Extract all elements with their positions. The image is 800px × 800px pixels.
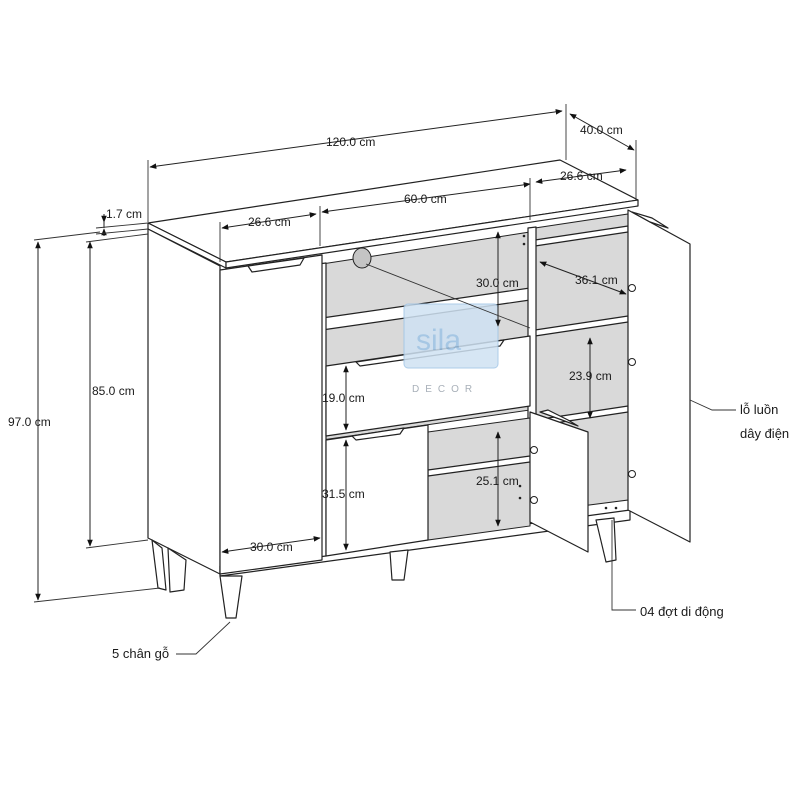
dim-body-height: 85.0 cm bbox=[92, 384, 135, 398]
watermark: sila DECOR bbox=[403, 303, 499, 395]
dim-upper-open-height: 30.0 cm bbox=[476, 276, 519, 290]
dim-shelf-spacing: 23.9 cm bbox=[569, 369, 612, 383]
dim-right-section-width: 26.6 cm bbox=[560, 169, 603, 183]
watermark-subtext: DECOR bbox=[412, 384, 478, 395]
dim-left-section-width: 26.6 cm bbox=[248, 215, 291, 229]
dimension-labels: 120.0 cm 40.0 cm 26.6 cm 60.0 cm 26.6 cm… bbox=[8, 123, 623, 554]
dim-total-width: 120.0 cm bbox=[326, 135, 375, 149]
callouts: lỗ luồn dây điện 04 đợt di động 5 chân g… bbox=[112, 263, 789, 661]
cable-hole bbox=[352, 247, 372, 269]
annotation-cable-hole-line1: lỗ luồn bbox=[740, 402, 778, 417]
left-door-handle bbox=[247, 257, 305, 273]
dimension-lines bbox=[33, 104, 637, 603]
open-lower-door bbox=[529, 411, 589, 553]
open-right-door bbox=[627, 209, 691, 543]
dim-shelf-depth: 36.1 cm bbox=[575, 273, 618, 287]
dim-middle-width: 60.0 cm bbox=[404, 192, 447, 206]
wooden-legs bbox=[151, 517, 617, 619]
dim-total-height: 97.0 cm bbox=[8, 415, 51, 429]
left-side-panel bbox=[147, 228, 221, 575]
dim-drawer-height: 19.0 cm bbox=[322, 391, 365, 405]
dim-left-door-width: 30.0 cm bbox=[250, 540, 293, 554]
annotation-movable-shelves: 04 đợt di động bbox=[640, 604, 724, 619]
dim-top-thickness: 1.7 cm bbox=[106, 207, 142, 221]
dim-lower-compartment-height: 31.5 cm bbox=[322, 487, 365, 501]
watermark-logo: sila bbox=[416, 324, 461, 357]
dim-depth: 40.0 cm bbox=[580, 123, 623, 137]
annotation-wooden-legs: 5 chân gỗ bbox=[112, 646, 169, 661]
annotation-cable-hole-line2: dây điện bbox=[740, 426, 789, 441]
shelf-pin-holes bbox=[518, 234, 618, 510]
dim-inner-compartment-height: 25.1 cm bbox=[476, 474, 519, 488]
left-door bbox=[219, 254, 323, 575]
